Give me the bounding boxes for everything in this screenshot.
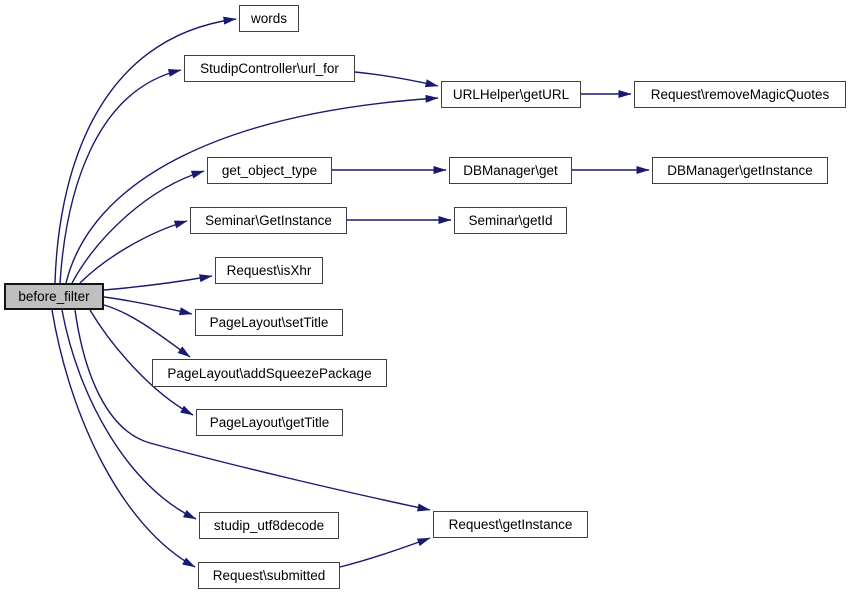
graph-node-pagelayout_gettitle[interactable]: PageLayout\getTitle — [196, 409, 343, 436]
edge-before_filter-to-studipcontroller_url_for — [59, 68, 182, 284]
graph-node-seminar_getid[interactable]: Seminar\getId — [454, 207, 567, 234]
graph-node-pagelayout_settitle[interactable]: PageLayout\setTitle — [195, 309, 343, 336]
graph-node-before_filter: before_filter — [4, 283, 104, 310]
edge-before_filter-to-pagelayout_gettitle — [89, 309, 194, 416]
graph-node-dbmanager_get[interactable]: DBManager\get — [449, 157, 572, 184]
edge-before_filter-to-pagelayout_settitle — [103, 296, 193, 316]
graph-node-words[interactable]: words — [239, 5, 299, 32]
graph-node-urlhelper_geturl[interactable]: URLHelper\getURL — [441, 81, 581, 108]
edge-request_submitted-to-request_getinstance — [339, 537, 431, 568]
edge-before_filter-to-request_submitted — [51, 309, 196, 568]
graph-node-studipcontroller_url_for[interactable]: StudipController\url_for — [184, 55, 355, 82]
graph-node-studip_utf8decode[interactable]: studip_utf8decode — [199, 512, 339, 539]
graph-node-dbmanager_getinstance[interactable]: DBManager\getInstance — [652, 157, 828, 184]
graph-node-request_submitted[interactable]: Request\submitted — [198, 562, 340, 589]
graph-node-seminar_getinstance[interactable]: Seminar\GetInstance — [190, 207, 347, 234]
edge-before_filter-to-request_isxhr — [103, 274, 213, 291]
graph-node-request_removemagicquotes[interactable]: Request\removeMagicQuotes — [634, 81, 846, 108]
edge-before_filter-to-get_object_type — [71, 170, 205, 284]
edge-before_filter-to-seminar_getinstance — [79, 220, 188, 284]
graph-node-pagelayout_addsqueezepackage[interactable]: PageLayout\addSqueezePackage — [152, 359, 387, 387]
edge-studipcontroller_url_for-to-urlhelper_geturl — [354, 71, 439, 88]
edge-before_filter-to-request_getinstance — [74, 309, 431, 512]
graph-node-get_object_type[interactable]: get_object_type — [207, 157, 332, 184]
edge-before_filter-to-words — [54, 16, 237, 284]
graph-node-request_getinstance[interactable]: Request\getInstance — [433, 511, 588, 538]
edge-before_filter-to-studip_utf8decode — [61, 309, 197, 520]
graph-node-request_isxhr[interactable]: Request\isXhr — [215, 257, 323, 284]
edge-before_filter-to-urlhelper_geturl — [65, 94, 439, 284]
edge-before_filter-to-pagelayout_addsqueezepackage — [103, 304, 191, 358]
